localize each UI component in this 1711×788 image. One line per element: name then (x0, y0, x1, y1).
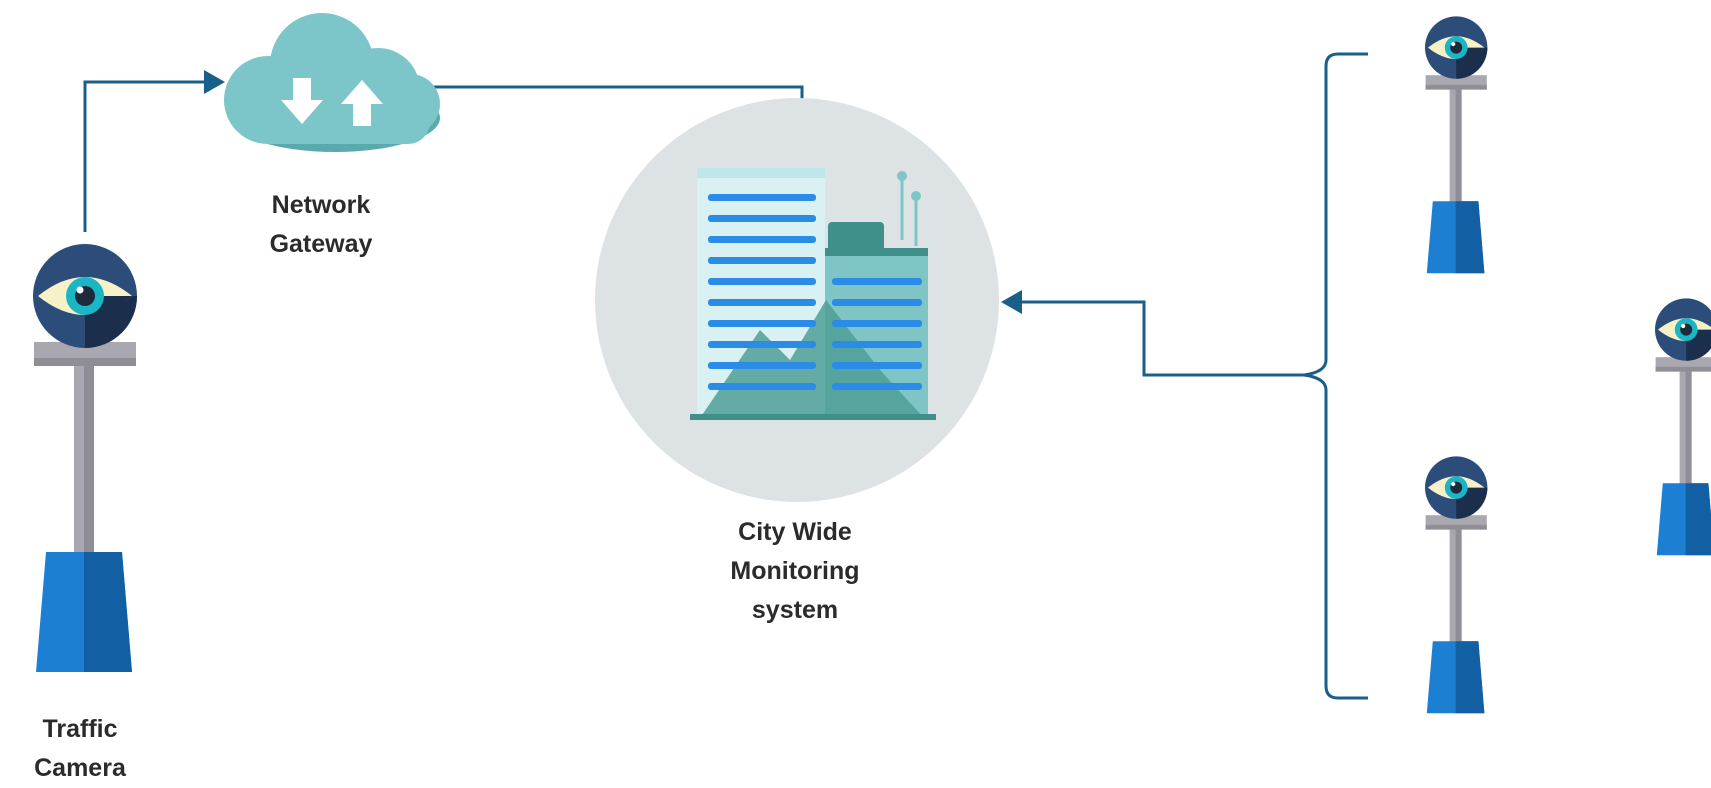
upload-arrow-icon (341, 80, 383, 126)
connector-camera-to-gateway (83, 70, 225, 232)
cloud-upload-download-icon (224, 13, 440, 152)
surveillance-camera-icon-bottom (1425, 456, 1488, 714)
monitoring-system-label-line-1: City Wide (738, 518, 852, 546)
city-buildings-icon (595, 98, 999, 502)
connector-cameras-to-monitoring (1001, 290, 1305, 377)
traffic-camera-label-line-2: Camera (34, 754, 126, 782)
network-gateway-label-line-1: Network (271, 191, 371, 219)
traffic-camera-label: Traffic Camera (20, 710, 140, 788)
network-gateway-label: Network Gateway (240, 186, 402, 264)
surveillance-camera-icon-top (1425, 16, 1488, 274)
traffic-camera-icon (33, 244, 137, 672)
surveillance-camera-icon-right (1655, 298, 1711, 556)
camera-group-bracket (1303, 52, 1368, 700)
traffic-camera-label-line-1: Traffic (42, 715, 118, 743)
download-arrow-icon (281, 78, 323, 124)
network-gateway-label-line-2: Gateway (269, 230, 373, 258)
monitoring-system-label-line-2: Monitoring (730, 557, 860, 585)
monitoring-system-label-line-3: system (751, 596, 839, 624)
monitoring-system-label: City Wide Monitoring system (700, 513, 890, 630)
